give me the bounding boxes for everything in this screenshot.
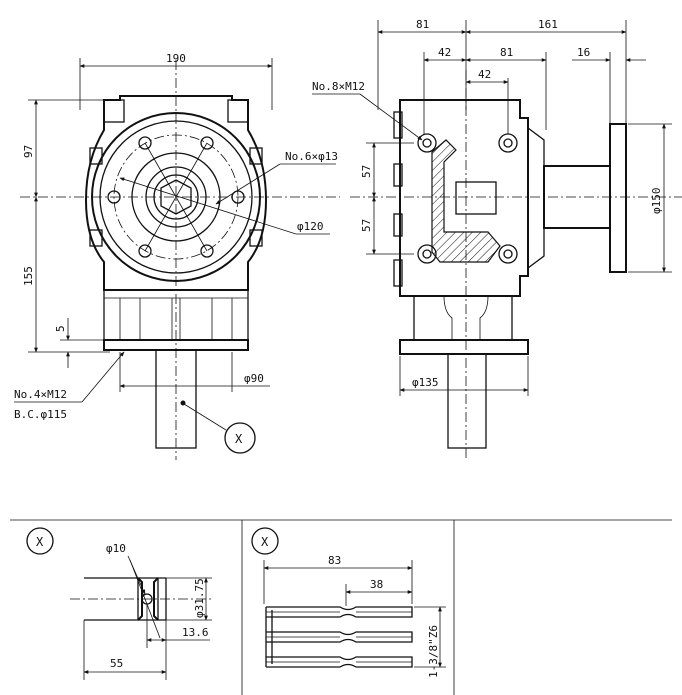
side-window [455,181,497,215]
side-bolts-label: No.8×M12 [312,80,365,93]
side-boss [393,163,403,187]
detail-right-x-circle [251,527,279,555]
dim-42-a-label: 42 [438,46,451,59]
dim-16-label: 16 [577,46,590,59]
front-shaft-circle [153,174,199,220]
dim-90-label: φ90 [244,372,264,385]
side-lower-column [413,296,513,341]
dim-155-label: 155 [22,266,35,286]
side-input-flange [609,123,627,273]
detail-frames [10,519,672,695]
front-outer-flange-circle [91,112,261,282]
dim-190-label: 190 [166,52,186,65]
dim-120-label: φ120 [297,220,324,233]
detail-left-13-6-label: 13.6 [182,626,209,639]
front-shaft-hex [160,179,192,215]
dim-97-label: 97 [22,145,35,158]
detail-right-spline-label: 1-3/8"Z6 [427,625,440,678]
front-hub-circle [131,152,221,242]
front-bolt-circle [113,134,239,260]
dim-42-b-label: 42 [478,68,491,81]
detail-right-83-label: 83 [328,554,341,567]
detail-left-dia-10-label: φ10 [106,542,126,555]
dim-135-label: φ135 [412,376,439,389]
side-housing-outline [399,99,529,297]
front-detail-x-circle [224,422,256,454]
detail-right: X 83 38 1-3/8"Z6 [251,527,446,678]
detail-left-dia-3175-label: φ31.75 [193,578,206,618]
side-section-hatch [431,139,501,263]
front-bolt-hole [200,136,214,150]
front-bottom-bolts-label: No.4×M12 [14,388,67,401]
dim-150-label: φ150 [650,188,663,215]
detail-left: X φ10 φ31.75 13.6 55 [26,527,214,680]
front-bolt-hole [200,244,214,258]
side-base-flange [399,339,529,355]
dim-5-label: 5 [54,325,67,332]
detail-left-x-label: X [36,535,44,549]
detail-left-55-label: 55 [110,657,123,670]
front-output-shaft [155,349,197,449]
detail-right-38-label: 38 [370,578,383,591]
front-bolt-hole [107,190,121,204]
front-bolt-hole [138,136,152,150]
front-bolt-hole [138,244,152,258]
front-bolt-circle-label: B.C.φ115 [14,408,67,421]
detail-right-x-label: X [261,535,269,549]
dim-81-top-label: 81 [416,18,429,31]
front-top-lug-right [227,99,249,123]
front-view: 190 97 155 5 No.6×φ13 φ120 φ90 No.4×M12 … [14,52,340,460]
dim-57-b-label: 57 [360,219,373,232]
side-view: 81 161 42 81 16 42 No.8×M12 57 57 φ150 [312,18,682,460]
dim-161-label: 161 [538,18,558,31]
side-output-shaft [447,353,487,449]
side-bearing-housing [527,127,545,269]
front-boss-circle [145,166,207,228]
detail-right-spline-shaft [265,606,413,668]
front-detail-x-label: X [235,432,243,446]
dim-81-mid-label: 81 [500,46,513,59]
front-top-lug-left [103,99,125,123]
detail-left-x-circle [26,527,54,555]
front-bolt-hole [231,190,245,204]
front-flange-inner-circle [99,120,253,274]
dim-57-a-label: 57 [360,165,373,178]
front-bolts-label: No.6×φ13 [285,150,338,163]
front-housing-outline [84,95,268,291]
side-boss [393,213,403,237]
side-boss [393,259,403,287]
